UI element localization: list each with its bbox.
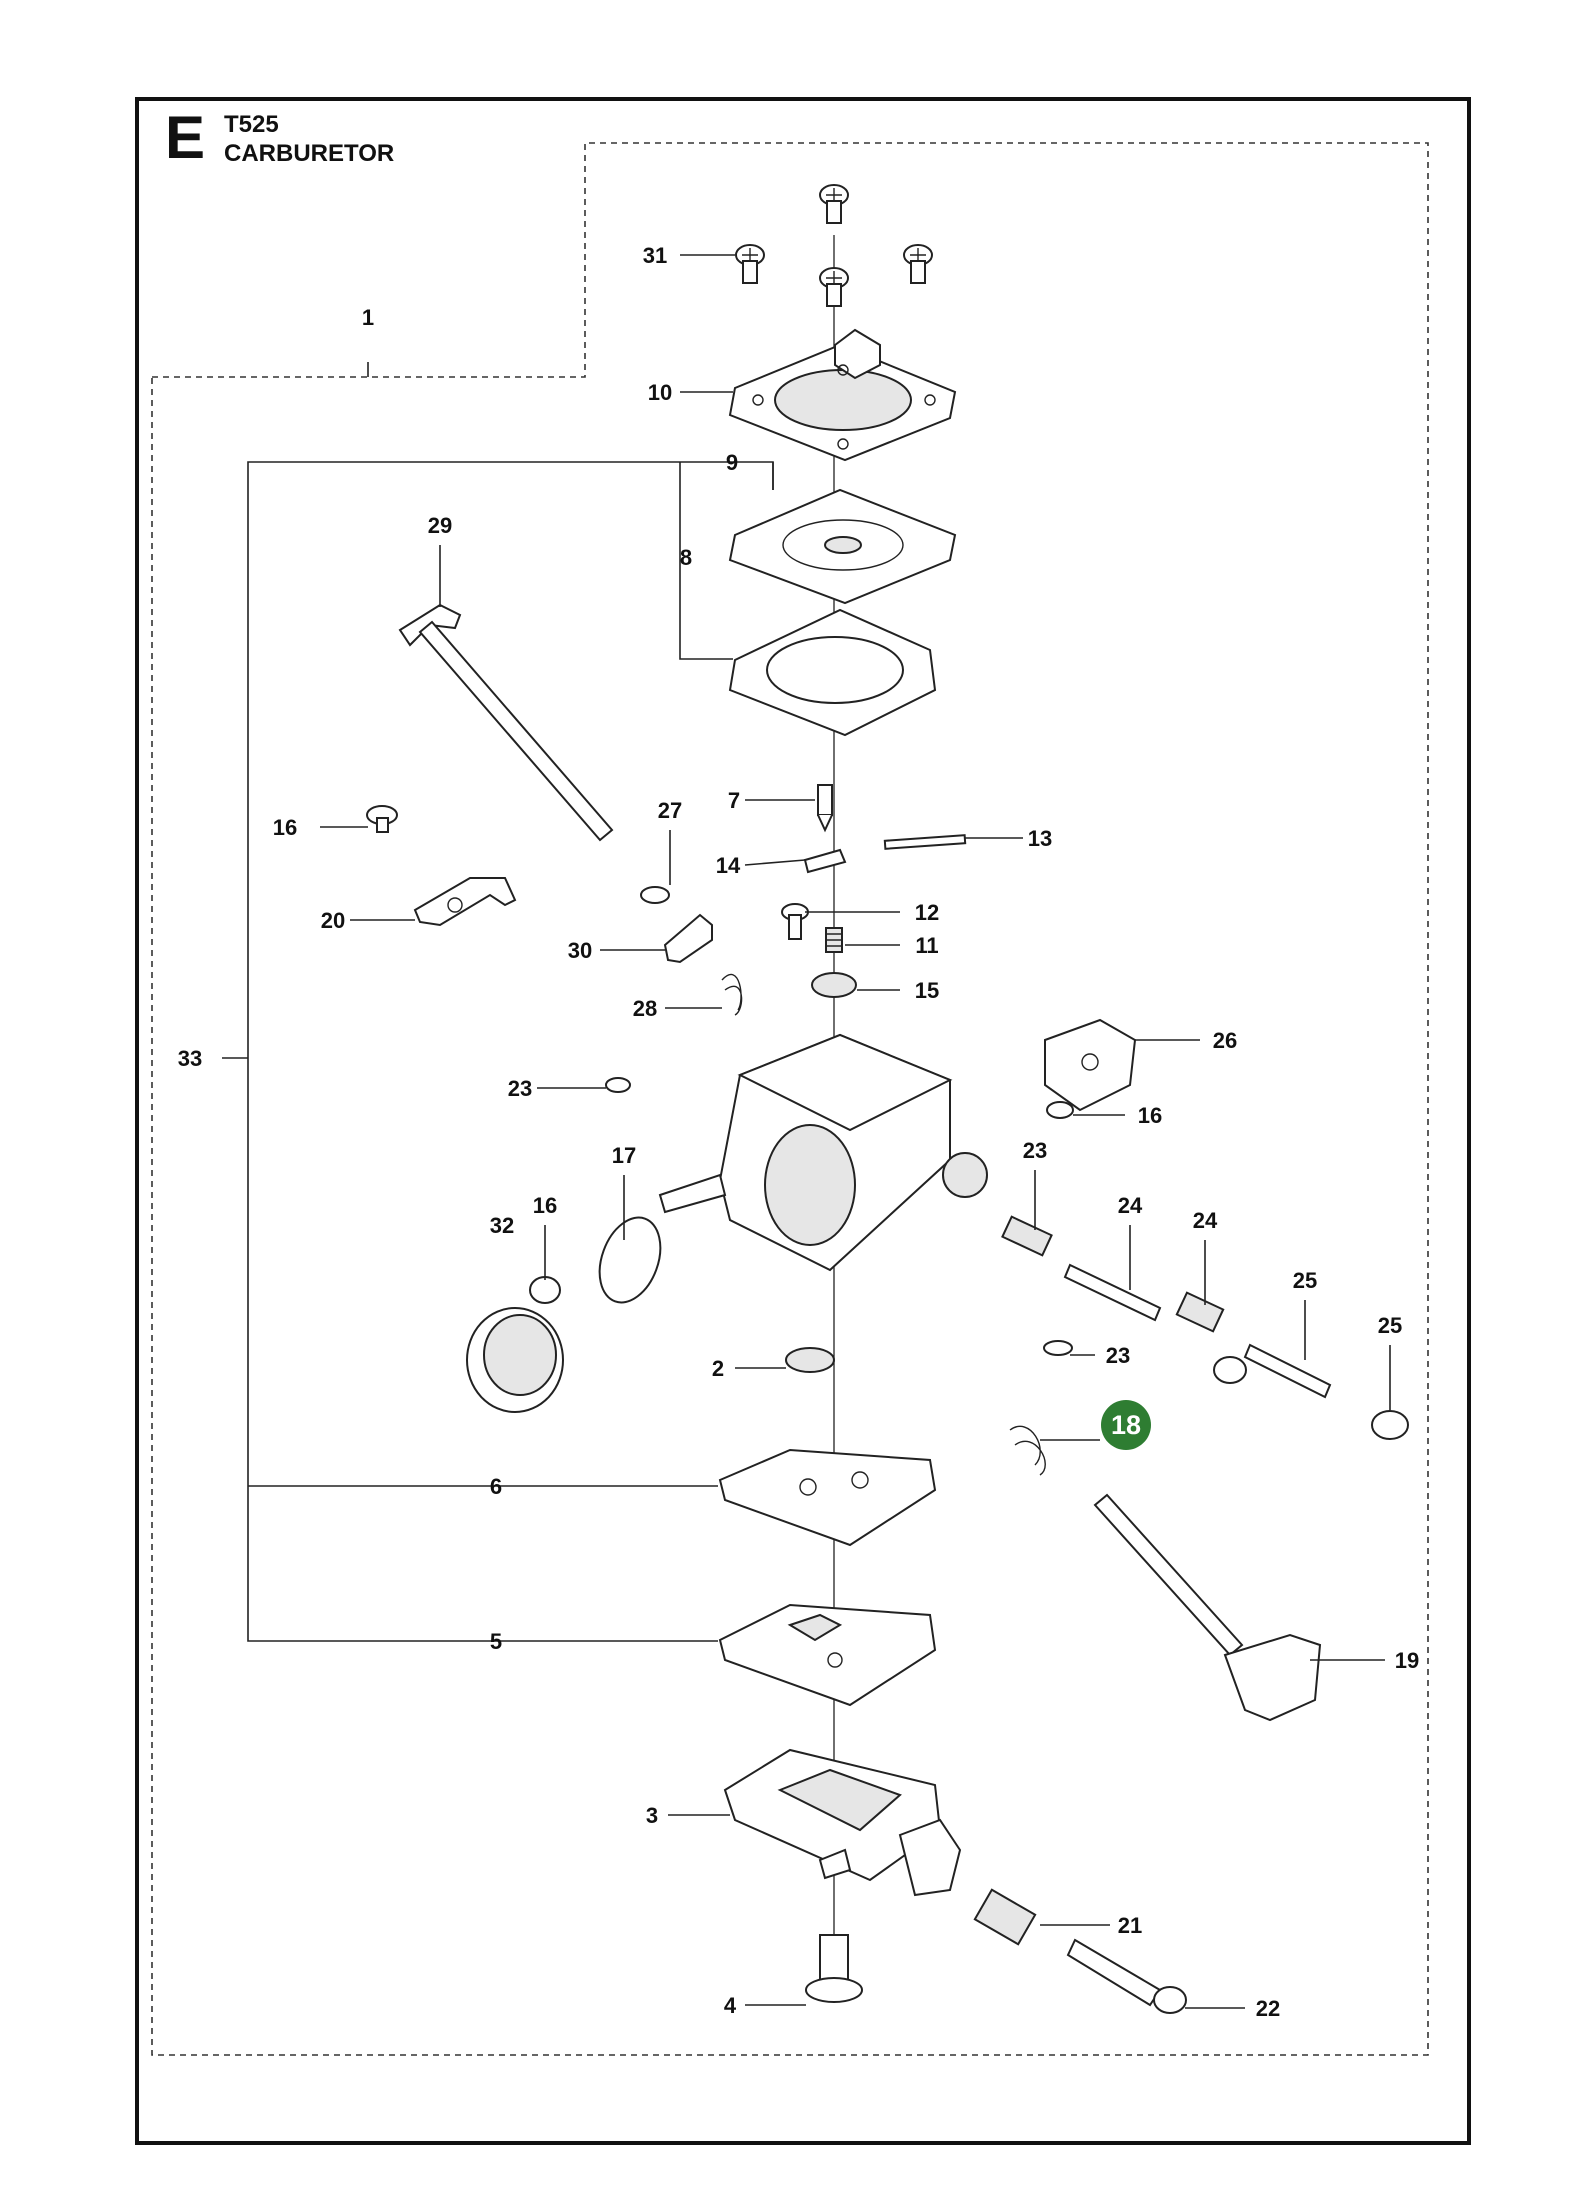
assembly-boundary bbox=[151, 142, 1429, 2056]
callout: 24 bbox=[1118, 1193, 1143, 1218]
lever-20 bbox=[413, 877, 517, 927]
throttle-shaft-19 bbox=[1093, 1493, 1322, 1722]
limiter-cap bbox=[1213, 1356, 1247, 1384]
callout: 23 bbox=[508, 1076, 532, 1101]
callout: 9 bbox=[726, 450, 738, 475]
callout: 23 bbox=[1023, 1138, 1047, 1163]
highlighted-callout-18[interactable]: 18 bbox=[1101, 1400, 1151, 1450]
callout: 16 bbox=[533, 1193, 557, 1218]
callout: 21 bbox=[1118, 1913, 1142, 1938]
spring-29 bbox=[721, 973, 743, 1016]
gasket-8 bbox=[728, 608, 937, 737]
spring-21 bbox=[973, 1888, 1037, 1946]
diaphragm-9 bbox=[728, 488, 957, 605]
callout: 7 bbox=[728, 788, 740, 813]
screws-32 bbox=[735, 184, 933, 307]
callout: 28 bbox=[633, 996, 657, 1021]
callout: 29 bbox=[428, 513, 452, 538]
inlet-needle-7 bbox=[817, 784, 833, 833]
callout: 2 bbox=[712, 1356, 724, 1381]
page-title: CARBURETOR bbox=[224, 140, 395, 167]
callout: 24 bbox=[1193, 1208, 1218, 1233]
callout: 31 bbox=[643, 243, 667, 268]
callout: 16 bbox=[1138, 1103, 1162, 1128]
callout: 25 bbox=[1378, 1313, 1402, 1338]
diaphragm-5 bbox=[718, 1603, 937, 1707]
gasket-6 bbox=[718, 1448, 937, 1547]
disc-15 bbox=[811, 972, 857, 998]
callout: 15 bbox=[915, 978, 939, 1003]
section-letter: E bbox=[165, 104, 206, 171]
callout: 3 bbox=[646, 1803, 658, 1828]
callout: 33 bbox=[178, 1046, 202, 1071]
callout: 11 bbox=[915, 933, 938, 958]
part-31 bbox=[663, 913, 713, 964]
screw-4 bbox=[805, 1934, 863, 2003]
pump-cover-10 bbox=[728, 328, 957, 462]
callout: 17 bbox=[612, 1143, 636, 1168]
limiter-cap-26 bbox=[1371, 1410, 1409, 1440]
callout: 27 bbox=[658, 798, 682, 823]
screw-12 bbox=[781, 903, 809, 940]
lever-14 bbox=[803, 848, 847, 874]
pump-cover-3 bbox=[723, 1748, 962, 1897]
needle-25-a bbox=[1063, 1263, 1162, 1322]
screw-16-right bbox=[1046, 1101, 1074, 1119]
pin-13 bbox=[883, 834, 967, 850]
model-number: T525 bbox=[224, 111, 279, 138]
screw-16-left bbox=[529, 1276, 561, 1304]
kit-bracket-34 bbox=[222, 461, 718, 1642]
callout: 14 bbox=[716, 853, 741, 878]
callout: 26 bbox=[1213, 1028, 1237, 1053]
callout: 32 bbox=[490, 1213, 514, 1238]
washer-23-lower bbox=[1043, 1340, 1073, 1356]
callout: 22 bbox=[1256, 1996, 1280, 2021]
leader-lines bbox=[320, 254, 1391, 2009]
carburetor-body bbox=[658, 1033, 988, 1272]
screw-16-upper bbox=[366, 805, 398, 833]
spring-18 bbox=[1009, 1425, 1046, 1476]
spring-11 bbox=[825, 927, 843, 953]
callout: 5 bbox=[490, 1629, 502, 1654]
callout: 1 bbox=[362, 305, 374, 330]
callout: 16 bbox=[273, 815, 297, 840]
callout-labels: 1 2 3 4 5 6 7 8 9 10 11 12 13 14 15 16 1… bbox=[178, 243, 1419, 2021]
callout: 23 bbox=[1106, 1343, 1130, 1368]
washer-23-upper bbox=[605, 1077, 631, 1093]
needle-25-b bbox=[1243, 1343, 1332, 1399]
washer-28 bbox=[640, 886, 670, 904]
callout: 19 bbox=[1395, 1648, 1419, 1673]
plate-17 bbox=[598, 1216, 662, 1304]
callout: 25 bbox=[1293, 1268, 1317, 1293]
callout: 4 bbox=[724, 1993, 737, 2018]
callout-18-label: 18 bbox=[1111, 1410, 1141, 1440]
plate-27 bbox=[1044, 1018, 1137, 1112]
callout: 13 bbox=[1028, 826, 1052, 851]
screw-22 bbox=[1066, 1938, 1187, 2014]
callout: 20 bbox=[321, 908, 345, 933]
callout: 6 bbox=[490, 1474, 502, 1499]
cap-33 bbox=[466, 1307, 564, 1413]
filter-2 bbox=[785, 1347, 835, 1373]
callout: 12 bbox=[915, 900, 939, 925]
choke-shaft-30 bbox=[398, 603, 614, 842]
spring-24-b bbox=[1175, 1291, 1225, 1333]
callout: 8 bbox=[680, 545, 692, 570]
spring-24-a bbox=[1001, 1215, 1053, 1257]
callout: 30 bbox=[568, 938, 592, 963]
page-frame bbox=[135, 97, 1471, 2145]
callout: 10 bbox=[648, 380, 672, 405]
